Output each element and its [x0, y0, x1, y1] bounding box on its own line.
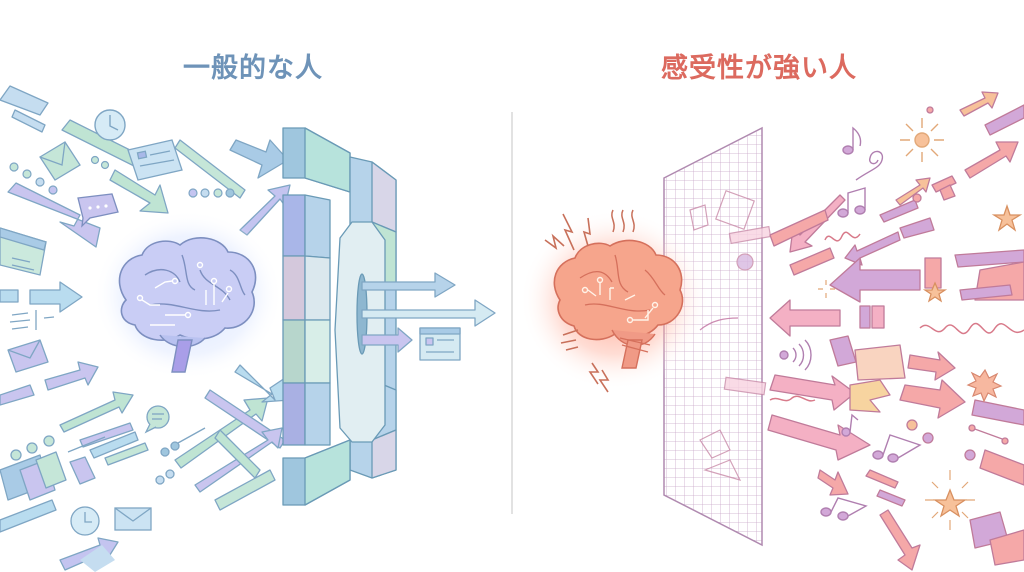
- browser-window-icon: [0, 227, 47, 276]
- overloaded-brain: [520, 209, 710, 393]
- sparkle-icon: [818, 280, 975, 530]
- calm-brain: [93, 210, 283, 380]
- filtered-output-arrows: [361, 272, 496, 361]
- music-note-icon: [820, 126, 922, 521]
- wave-icon: [769, 231, 1024, 402]
- right-stimuli: [767, 91, 1024, 571]
- heat-waves-icon: [560, 209, 635, 351]
- mesh-grid-filter: [663, 126, 772, 547]
- burst-icon: [966, 368, 1003, 403]
- title-sensitive-person: 感受性が強い人: [661, 53, 857, 84]
- block-wall-filter: [282, 127, 397, 506]
- envelope-icon: [7, 339, 49, 373]
- envelope-icon: [114, 507, 152, 531]
- envelope-icon: [39, 141, 81, 181]
- document-icon: [127, 139, 183, 181]
- center-divider: [511, 112, 513, 514]
- sound-waves-icon: [779, 339, 812, 371]
- clock-icon: [70, 506, 100, 536]
- spiral-icon: [855, 150, 884, 181]
- chat-bubble-icon: [144, 405, 170, 434]
- document-card-icon: [419, 327, 461, 361]
- sun-icon: [900, 118, 944, 162]
- left-stimuli: [0, 85, 291, 572]
- chat-bubble-icon: [77, 193, 119, 228]
- dots-icon: [9, 155, 235, 198]
- star-icon: [922, 203, 1023, 518]
- list-icon: [9, 310, 55, 330]
- title-typical-person: 一般的な人: [183, 53, 323, 84]
- lightning-icon: [544, 213, 610, 393]
- clock-icon: [94, 109, 126, 141]
